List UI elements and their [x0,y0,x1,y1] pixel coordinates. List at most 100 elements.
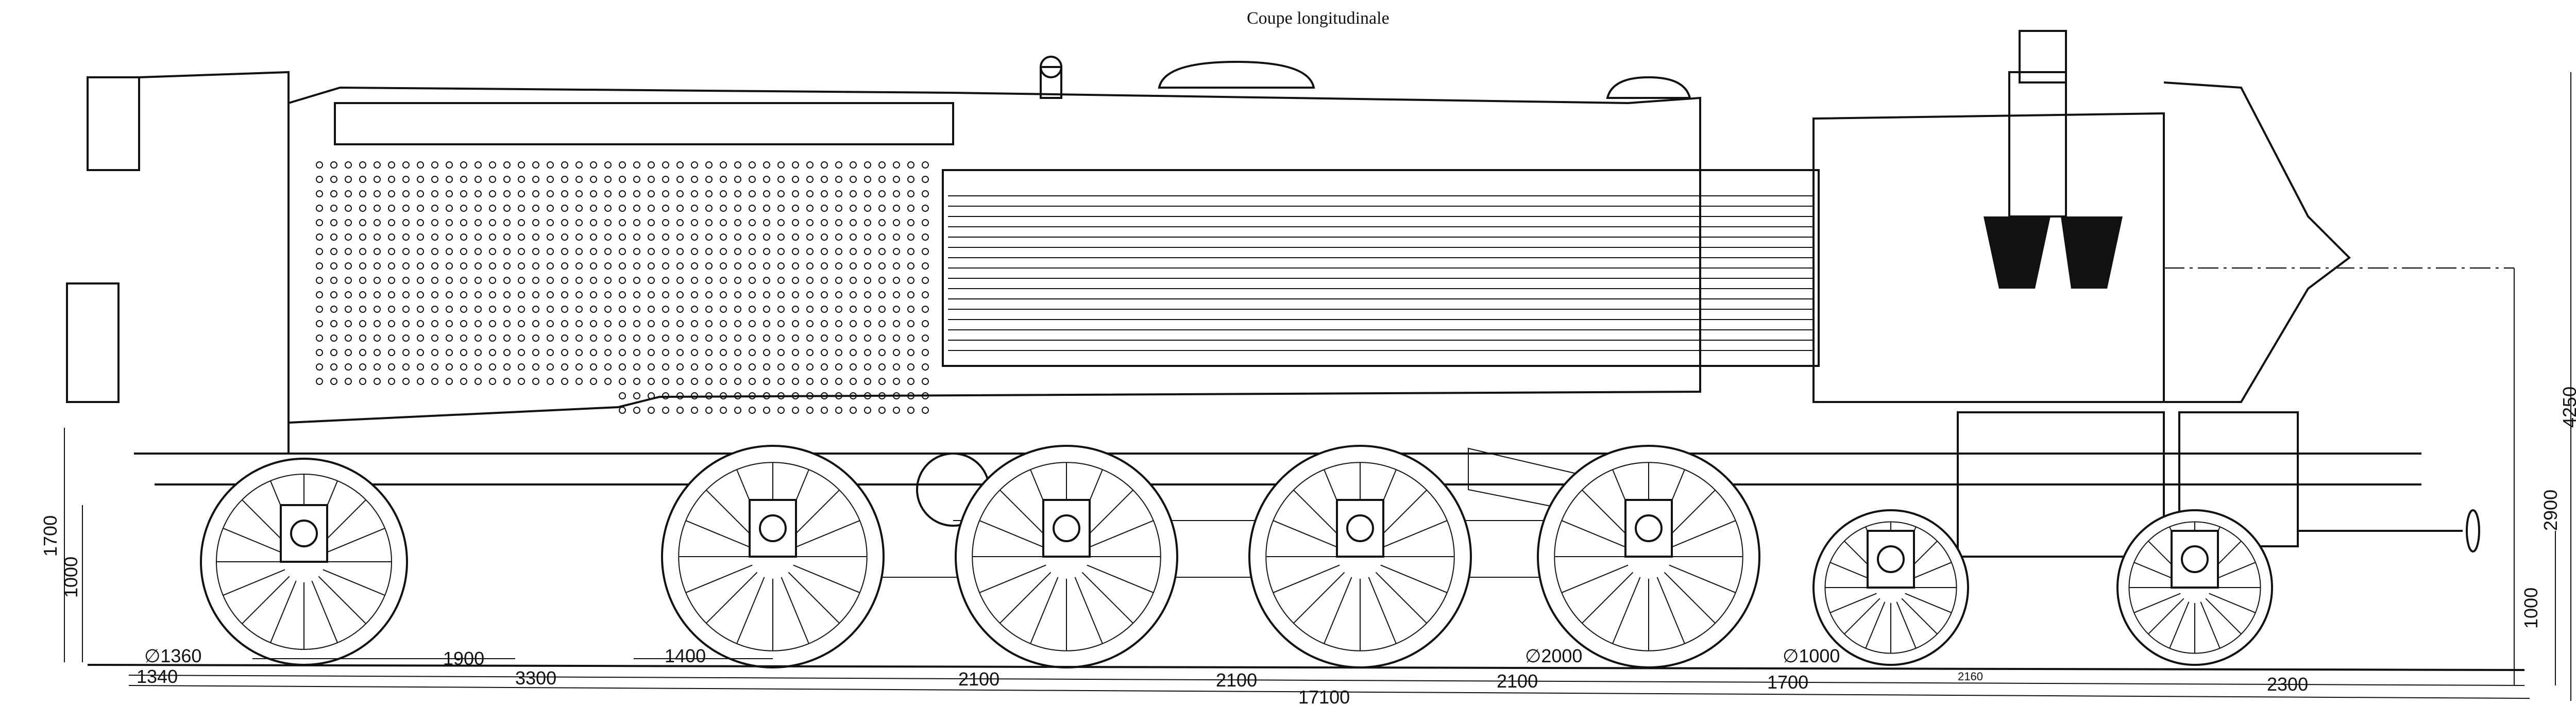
staybolt [417,176,424,183]
staybolt [850,219,857,226]
staybolt [907,334,914,342]
staybolt [518,190,525,197]
staybolt [316,190,323,197]
staybolt [446,248,453,255]
staybolt [676,262,684,270]
dim-dia-1000: ∅1000 [1783,645,1840,666]
staybolt [402,233,410,241]
staybolt [676,320,684,327]
staybolt [503,219,511,226]
staybolt [518,320,525,327]
staybolt [503,248,511,255]
staybolt [460,219,467,226]
staybolt [402,205,410,212]
staybolt [749,363,756,371]
staybolt [474,161,482,169]
staybolt [691,320,698,327]
staybolt [676,392,684,399]
axle-box [1042,499,1091,558]
staybolt [676,378,684,385]
staybolt [777,363,785,371]
staybolt [835,349,842,356]
axle-box [1867,530,1915,589]
staybolt [619,306,626,313]
staybolt [705,392,713,399]
staybolt [835,363,842,371]
staybolt [792,306,799,313]
staybolt [460,161,467,169]
staybolt [777,277,785,284]
staybolt [518,161,525,169]
staybolt [821,248,828,255]
staybolt [893,392,900,399]
staybolt [763,161,770,169]
staybolt [907,306,914,313]
staybolt [388,306,395,313]
staybolt [503,378,511,385]
staybolt [359,205,366,212]
drawing-title: Coupe longitudinale [1247,9,1389,28]
staybolt [705,262,713,270]
staybolt [431,262,438,270]
staybolt [806,291,814,298]
staybolt [676,233,684,241]
staybolt [720,277,727,284]
staybolt [821,320,828,327]
staybolt [431,161,438,169]
staybolt [749,233,756,241]
staybolt [835,176,842,183]
staybolt [474,262,482,270]
axle-box [749,499,797,558]
staybolt [648,205,655,212]
staybolt [777,407,785,414]
staybolt [691,205,698,212]
staybolt [417,262,424,270]
staybolt [460,248,467,255]
staybolt [806,219,814,226]
staybolt [474,205,482,212]
staybolt [720,161,727,169]
staybolt [676,306,684,313]
staybolt [374,306,381,313]
staybolt [417,334,424,342]
staybolt [763,349,770,356]
staybolt [922,378,929,385]
staybolt [489,334,496,342]
staybolt [648,306,655,313]
staybolt [835,334,842,342]
staybolt [388,334,395,342]
staybolt [691,407,698,414]
staybolt [604,161,612,169]
staybolt [330,205,337,212]
staybolt [532,190,539,197]
staybolt [907,176,914,183]
staybolt [878,363,886,371]
staybolt [763,233,770,241]
staybolt [345,233,352,241]
staybolt [662,334,669,342]
staybolt [835,190,842,197]
staybolt [561,190,568,197]
staybolt [662,320,669,327]
staybolt [835,306,842,313]
staybolt [705,306,713,313]
staybolt [792,190,799,197]
staybolt [460,306,467,313]
staybolt [345,306,352,313]
dim-right-4250: 4250 [2559,387,2576,428]
staybolt [474,190,482,197]
staybolt [792,219,799,226]
staybolt [330,248,337,255]
staybolt [676,248,684,255]
staybolt [374,205,381,212]
staybolt [619,161,626,169]
staybolt [734,363,741,371]
staybolt [474,306,482,313]
staybolt [648,248,655,255]
staybolt [633,407,640,414]
dim-dia-2000: ∅2000 [1525,645,1582,666]
staybolt [417,248,424,255]
staybolt [907,407,914,414]
staybolt [907,277,914,284]
staybolt [316,219,323,226]
